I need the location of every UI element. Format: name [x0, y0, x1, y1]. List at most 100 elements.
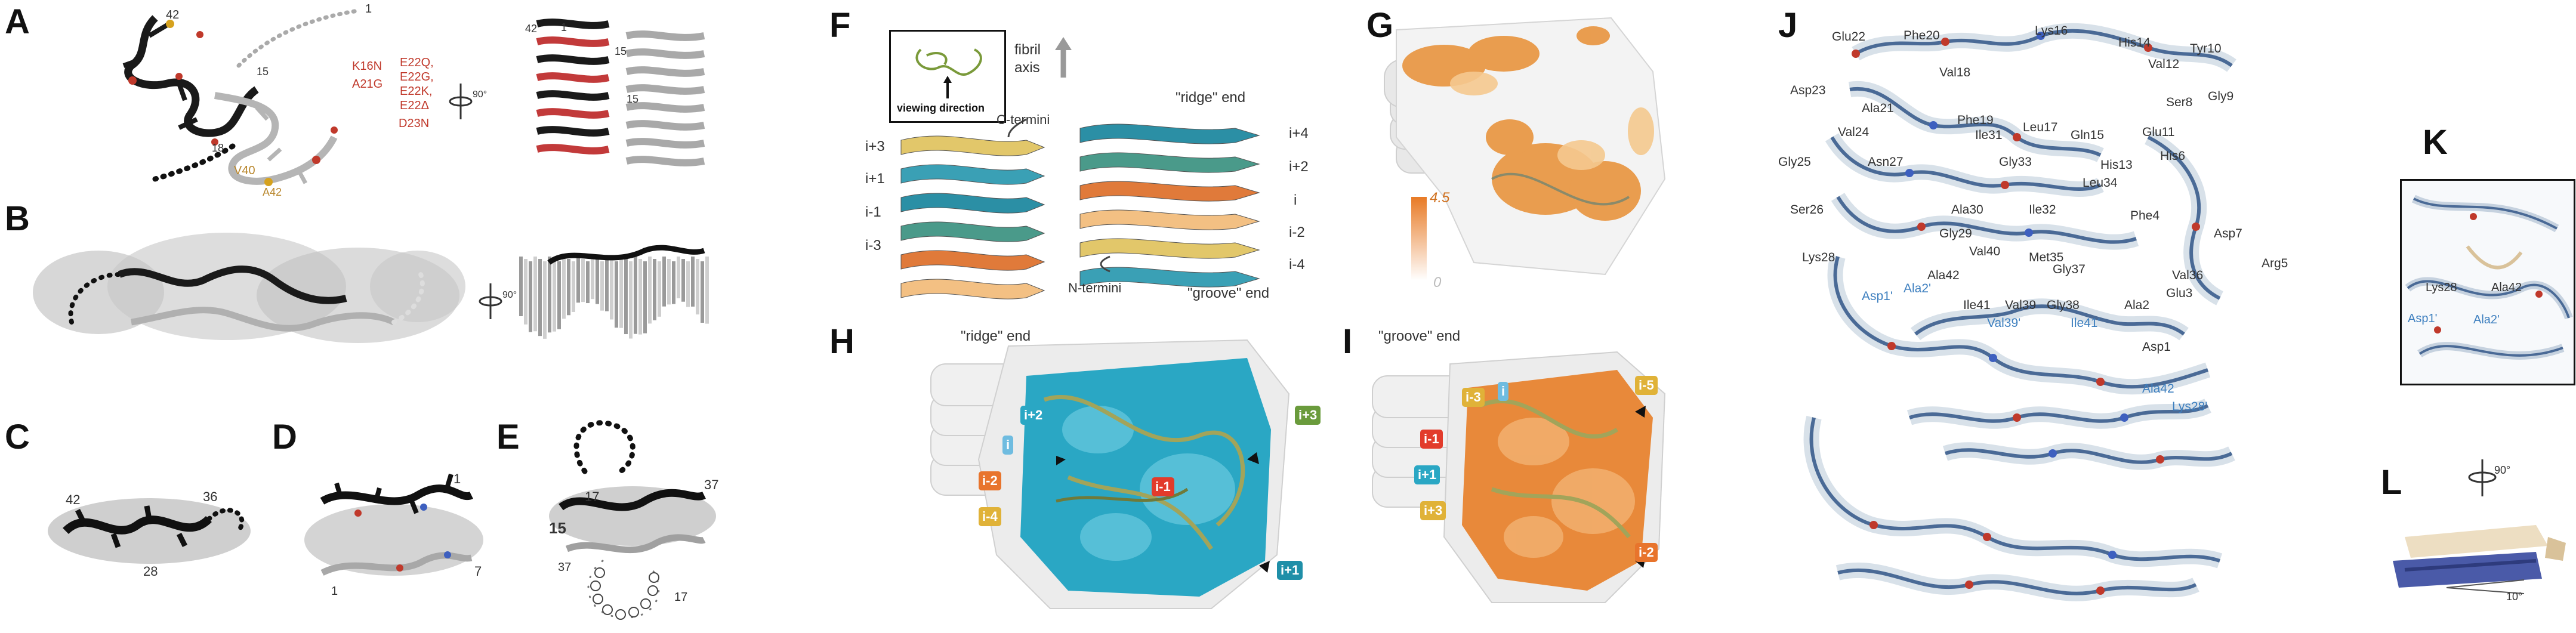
panel-b: B 90°: [0, 197, 722, 400]
atom: [1905, 169, 1914, 177]
beta-strand-left: [900, 193, 1045, 214]
residue-label: Phe4: [2130, 209, 2160, 223]
panel-k: K Lys28 Ala42 Asp1' Ala2': [2399, 0, 2576, 394]
residue-label: Glu22: [1832, 30, 1866, 44]
atom: [1983, 533, 1991, 541]
residue-label: Val36: [2172, 268, 2204, 282]
residue-label: Asp23: [1790, 84, 1826, 97]
fibril-layer: [662, 257, 666, 307]
h-tag-5: i-1: [1152, 477, 1174, 496]
panel-e-structure: [549, 420, 716, 620]
fibril-layer: [658, 261, 661, 317]
atom: [1941, 38, 1949, 46]
fibril-layer: [538, 259, 542, 336]
label-c-28: 28: [143, 564, 158, 579]
label-d-1: 1: [454, 471, 461, 486]
panel-label-j: J: [1778, 6, 1798, 45]
atom: [1929, 121, 1938, 129]
fibril-layer: [576, 257, 580, 303]
fibril-layer: [624, 259, 628, 335]
residue-label: His13: [2100, 158, 2133, 172]
residue-label: Lys16: [2035, 24, 2068, 38]
atom: [1989, 354, 1997, 362]
residue-label: Val24: [1838, 125, 1869, 139]
f-left-3: i-1: [865, 204, 881, 220]
atom: [2096, 586, 2105, 595]
label-a-15: 15: [257, 66, 269, 78]
panel-l-structure: [2393, 459, 2566, 594]
f-right-5: i-4: [1289, 257, 1305, 273]
fibril-layer: [562, 257, 566, 319]
terminus-arrow: [1007, 118, 1027, 138]
fibril-layer: [529, 261, 532, 332]
f-right-1: i+4: [1289, 125, 1309, 141]
atom: [2013, 413, 2021, 422]
fibril-layer: [519, 257, 523, 316]
atom: [1869, 521, 1878, 529]
atom: [2096, 378, 2105, 386]
atom: [1887, 342, 1896, 350]
panel-h: H "ridge" end i+2 i i-2 i-4 i-1 i+3 i+1: [829, 310, 1355, 632]
chain-b-residue-label: Ile41': [2071, 316, 2100, 330]
label-e-37: 37: [704, 477, 719, 492]
residue-label: Val12: [2148, 57, 2180, 71]
label-a-42: 42: [166, 8, 180, 21]
l-rotation-label: 90°: [2494, 464, 2511, 476]
backbone-trace: [1830, 136, 2102, 191]
panel-label-d: D: [272, 418, 297, 456]
residue-label: His14: [2118, 36, 2151, 50]
panel-k-frame: Lys28 Ala42 Asp1' Ala2': [2400, 179, 2575, 385]
chain-b-residue-label: Val39': [1987, 316, 2021, 330]
panel-label-g: G: [1366, 6, 1394, 45]
f-left-2: i+1: [865, 171, 885, 187]
panel-label-b: B: [5, 199, 30, 238]
residue-label: Ala42: [1927, 268, 1960, 282]
fibril-axis-arrow: [1055, 37, 1072, 78]
panel-c: C 42 36 28: [0, 412, 269, 632]
viewing-inset: viewing direction: [889, 30, 1006, 123]
n-termini-label: N-termini: [1068, 280, 1122, 295]
backbone-trace: [1849, 87, 2102, 157]
label-e-17: 17: [585, 489, 600, 504]
residue-label: Ser26: [1790, 203, 1824, 217]
residue-label: Ala30: [1951, 203, 1983, 217]
strand-a-light: [625, 30, 705, 41]
fibril-layer: [567, 259, 570, 316]
panel-d: D 1 7 1: [269, 412, 495, 632]
scale-max-label: 4.5: [1430, 190, 1450, 206]
l-angle-label: 10°: [2506, 591, 2523, 603]
i-tag-4: i+3: [1420, 501, 1446, 520]
residue-label: Ala21: [1862, 101, 1894, 115]
residue-label: Asn27: [1868, 155, 1904, 169]
fibril-layer: [581, 259, 585, 302]
strand-a-dark: [536, 54, 610, 65]
atom: [2120, 413, 2128, 422]
panel-i-surface: [1372, 351, 1666, 603]
f-left-1: i+3: [865, 138, 885, 155]
groove-end-label: "groove" end: [1187, 285, 1270, 301]
fibril-layer: [572, 261, 575, 312]
label-a-r1: 1: [561, 21, 567, 33]
panel-f-ribbons: [900, 118, 1260, 299]
label-e-37b: 37: [558, 561, 572, 574]
fibril-layer: [586, 261, 590, 304]
beta-strand-right: [1079, 181, 1260, 202]
label-d-1b: 1: [331, 585, 338, 598]
residue-label: His6: [2160, 149, 2186, 163]
backbone-trace: [1837, 568, 2197, 595]
fibril-layer: [533, 257, 537, 332]
residue-label: Gly9: [2208, 89, 2234, 103]
label-a-1: 1: [365, 2, 372, 16]
chain-b-residue-label: Asp1': [1862, 289, 1893, 303]
panel-label-i: I: [1343, 322, 1353, 361]
panel-f: F viewing direction fibril axis C-termin…: [829, 0, 1331, 310]
fibril-layer: [634, 257, 637, 334]
label-a-e22g: E22G,: [400, 70, 434, 84]
axis-label: axis: [1014, 60, 1040, 76]
i-tag-5: i: [1498, 382, 1509, 401]
h-tag-7: i+1: [1277, 561, 1303, 580]
strand-a-light: [625, 156, 705, 166]
residue-label: Glu3: [2166, 286, 2193, 300]
strand-a-dark: [536, 18, 610, 29]
panel-h-surface: [930, 339, 1290, 609]
